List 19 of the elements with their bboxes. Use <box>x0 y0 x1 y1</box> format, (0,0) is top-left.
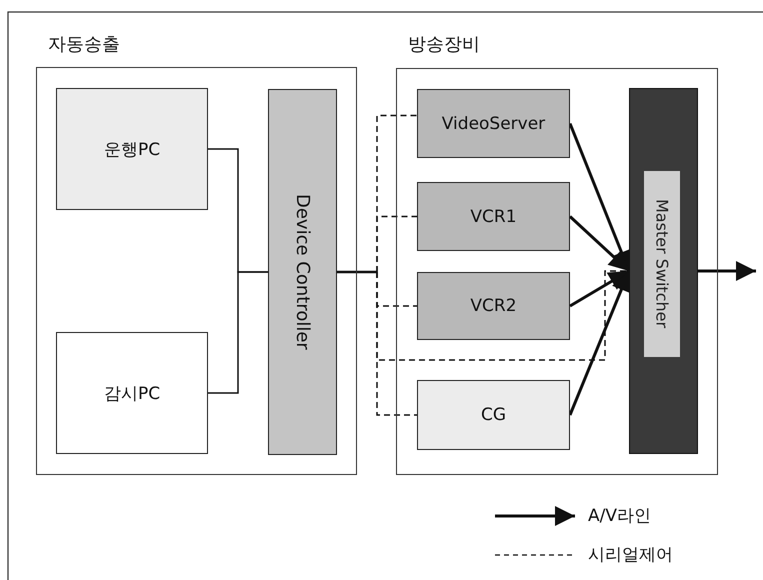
device-box: 감시PC <box>56 332 208 454</box>
arrow <box>568 215 630 272</box>
connector-line <box>337 270 377 274</box>
connector-line <box>208 271 268 394</box>
device-box: VCR2 <box>417 272 570 340</box>
group-heading: 자동송출 <box>48 33 120 56</box>
device-box: VCR1 <box>417 182 570 251</box>
device-box: 운행PC <box>56 88 208 210</box>
controller-bar: Device Controller <box>268 89 337 455</box>
group-heading: 방송장비 <box>408 33 480 56</box>
arrow <box>698 261 756 281</box>
arrow <box>569 270 630 308</box>
arrow <box>568 270 631 416</box>
legend-text: A/V라인 <box>588 505 651 527</box>
switcher-bar <box>629 88 698 454</box>
legend-text: 시리얼제어 <box>588 544 673 566</box>
switcher-label: Master Switcher <box>644 171 680 357</box>
device-box: CG <box>417 380 570 450</box>
device-box: VideoServer <box>417 89 570 158</box>
